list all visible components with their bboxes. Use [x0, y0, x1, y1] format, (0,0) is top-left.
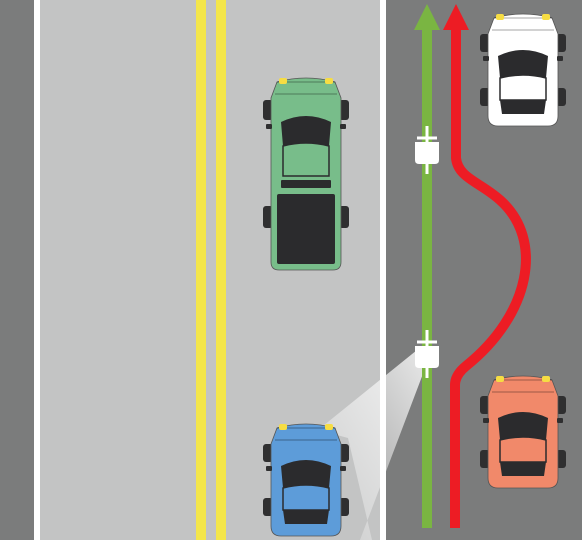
car-icon	[263, 424, 349, 536]
left-edge-line	[34, 0, 40, 540]
left-shoulder	[0, 0, 34, 540]
center-line-left	[196, 0, 206, 540]
center-line-right	[216, 0, 226, 540]
pickup-truck-icon	[263, 78, 349, 270]
car-icon	[480, 14, 566, 126]
orange-car	[480, 376, 566, 488]
green-pickup-truck	[263, 78, 349, 270]
car-icon	[480, 376, 566, 488]
white-car	[480, 14, 566, 126]
blue-car	[263, 424, 349, 536]
